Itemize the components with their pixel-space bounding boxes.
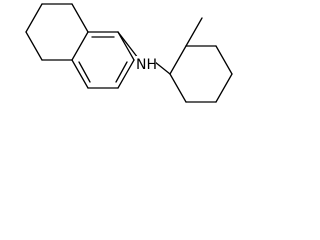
bond bbox=[25, 3, 43, 33]
bond bbox=[25, 31, 43, 61]
bond bbox=[215, 45, 233, 75]
saturated-ring bbox=[25, 3, 89, 61]
structure-drawing bbox=[25, 3, 233, 103]
bond bbox=[71, 31, 89, 61]
methyl-bond bbox=[185, 17, 203, 47]
aromatic-ring bbox=[71, 31, 135, 89]
double-bond-line bbox=[115, 61, 128, 83]
double-bond-line bbox=[78, 61, 91, 83]
molecule-diagram: NH bbox=[0, 0, 250, 147]
bond bbox=[117, 31, 135, 61]
bond bbox=[117, 59, 135, 89]
amine-nitrogen-label: NH bbox=[136, 56, 157, 74]
bond-aryl-nitrogen bbox=[117, 31, 139, 59]
bond bbox=[71, 59, 89, 89]
bond bbox=[215, 73, 233, 103]
cyclohexane-ring bbox=[169, 45, 233, 103]
bond bbox=[169, 73, 187, 103]
bond bbox=[169, 45, 187, 75]
bond-nitrogen-cyclohexyl bbox=[154, 61, 171, 75]
bond bbox=[71, 3, 89, 33]
